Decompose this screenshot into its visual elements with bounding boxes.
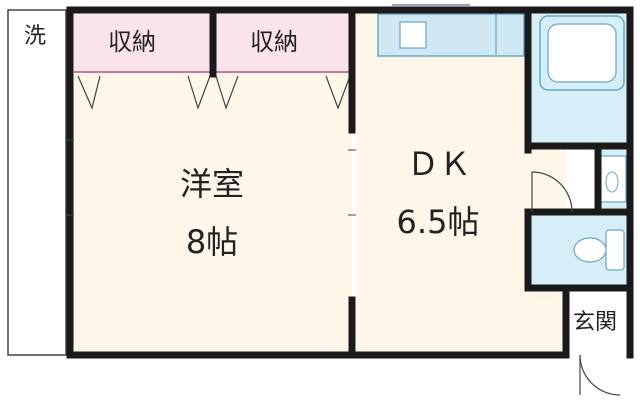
dk-name: ＤＫ [406,145,471,183]
western-room-name: 洋室 [179,165,244,203]
laundry-label: 洗 [24,24,47,49]
storage-right-area [216,14,350,72]
storage-left-label: 収納 [108,28,156,56]
walls [66,6,634,359]
toilet-icon [573,229,625,271]
entrance-label: 玄関 [573,310,618,335]
kitchen-sink-icon [399,21,427,49]
storage-right-label: 収納 [250,28,298,56]
door-swings [531,171,621,396]
dk-size: 6.5帖 [396,203,480,241]
laundry-area [7,9,67,356]
closet-doors [77,75,351,110]
windows [66,4,470,216]
storage-left-area [74,14,210,72]
entrance-floor [566,292,630,352]
western-room-size: 8帖 [185,223,239,261]
